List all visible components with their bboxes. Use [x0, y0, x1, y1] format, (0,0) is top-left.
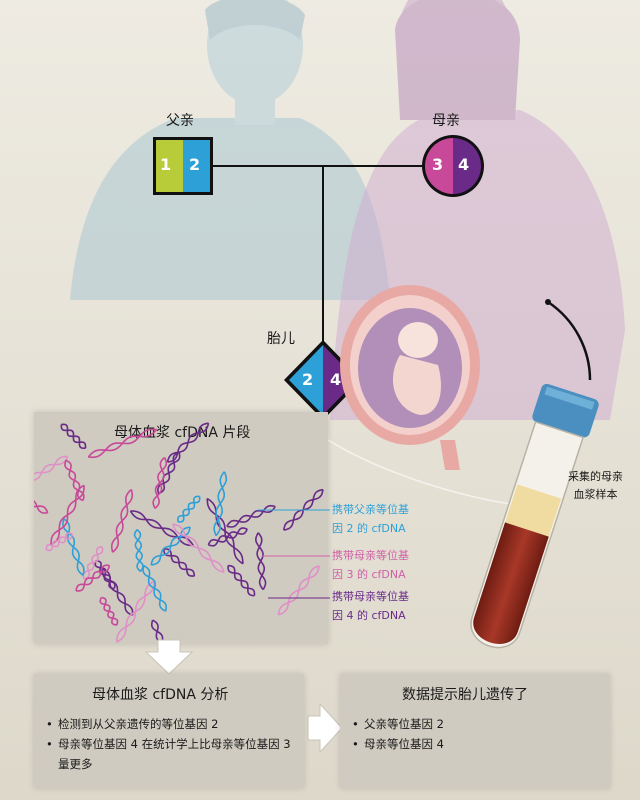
mother-allele-3-half — [425, 138, 453, 194]
cfdna-fragments-drawing — [34, 422, 324, 644]
cfdna-panel-title: 母体血浆 cfDNA 片段 — [114, 425, 251, 441]
cfdna-fragment — [162, 548, 196, 577]
tube-plasma-layer — [505, 484, 562, 537]
analysis-bullet-1: 检测到从父亲遗传的等位基因 2 — [44, 714, 296, 734]
cfdna-fragment — [157, 451, 181, 495]
father-allele-1-number: 1 — [160, 155, 172, 174]
mother-allele-4-half — [453, 138, 481, 194]
fetus-in-uterus-illustration — [340, 285, 480, 470]
annotation-paternal-2: 携带父亲等位基 因 2 的 cfDNA — [332, 500, 409, 538]
result-panel-title: 数据提示胎儿遗传了 — [402, 687, 528, 703]
cfdna-fragment — [99, 596, 119, 626]
analysis-bullet-2: 母亲等位基因 4 在统计学上比母亲等位基因 3 量更多 — [44, 734, 296, 774]
cfdna-fragment — [172, 523, 225, 573]
cfdna-fragment — [133, 529, 144, 573]
father-allele-2-block — [183, 140, 210, 192]
analysis-bullets: 检测到从父亲遗传的等位基因 2 母亲等位基因 4 在统计学上比母亲等位基因 3 … — [44, 714, 296, 774]
cfdna-fragment — [60, 423, 87, 449]
cfdna-fragment — [34, 455, 69, 481]
mother-allele-3-number: 3 — [432, 155, 444, 174]
sample-label-line-2: 血浆样本 — [573, 488, 618, 501]
father-genotype-square — [153, 137, 213, 195]
result-bullets: 父亲等位基因 2 母亲等位基因 4 — [350, 714, 602, 754]
annotation-maternal-3-line-2: 因 3 的 cfDNA — [332, 568, 406, 581]
annotation-paternal-2-line-1: 携带父亲等位基 — [332, 503, 409, 516]
cfdna-fragment — [213, 471, 228, 537]
cfdna-fragment — [82, 545, 104, 580]
father-allele-2-number: 2 — [189, 155, 201, 174]
annotation-maternal-4-line-1: 携带母亲等位基 — [332, 590, 409, 603]
cfdna-fragment — [254, 532, 267, 591]
tube-blood-layer — [473, 522, 549, 644]
cfdna-fragment — [206, 497, 244, 565]
result-panel: 数据提示胎儿遗传了 父亲等位基因 2 母亲等位基因 4 — [340, 674, 610, 788]
fetus-allele-4-number: 4 — [330, 370, 342, 389]
cfdna-fragment — [277, 565, 320, 616]
father-allele-1-block — [156, 140, 183, 192]
annotation-paternal-2-line-2: 因 2 的 cfDNA — [332, 522, 406, 535]
cfdna-fragments-panel: 母体血浆 cfDNA 片段 — [34, 412, 328, 644]
result-bullet-1: 父亲等位基因 2 — [350, 714, 602, 734]
sample-label: 采集的母亲 血浆样本 — [568, 468, 623, 504]
mother-allele-4-number: 4 — [458, 155, 470, 174]
cfdna-fragment — [150, 619, 166, 644]
blood-sample-tube — [470, 383, 599, 649]
fetus-allele-2-half — [289, 345, 323, 415]
connector-line — [547, 300, 592, 381]
cfdna-fragment — [75, 564, 111, 592]
cfdna-fragment — [166, 422, 210, 463]
analysis-panel-title: 母体血浆 cfDNA 分析 — [92, 687, 229, 703]
cfdna-fragment — [129, 510, 194, 547]
cfdna-fragment — [282, 488, 324, 531]
fetus-allele-4-half — [323, 345, 357, 415]
annotation-maternal-3-line-1: 携带母亲等位基 — [332, 549, 409, 562]
cfdna-fragment — [152, 456, 168, 509]
cfdna-fragment — [50, 484, 85, 546]
result-bullet-2: 母亲等位基因 4 — [350, 734, 602, 754]
mother-genotype-circle — [422, 135, 484, 197]
cfdna-fragment — [115, 580, 156, 643]
cfdna-fragment — [64, 459, 85, 502]
annotation-maternal-3: 携带母亲等位基 因 3 的 cfDNA — [332, 546, 409, 584]
father-silhouette — [70, 0, 390, 300]
father-label: 父亲 — [166, 113, 194, 129]
cfdna-fragment — [87, 428, 158, 459]
mother-label: 母亲 — [432, 113, 460, 129]
fetus-allele-2-number: 2 — [302, 370, 314, 389]
annotation-maternal-4: 携带母亲等位基 因 4 的 cfDNA — [332, 587, 409, 625]
cfdna-fragment — [226, 504, 276, 528]
cfdna-fragment — [142, 564, 168, 612]
cfdna-fragment — [177, 495, 201, 523]
sample-label-line-1: 采集的母亲 — [568, 470, 623, 483]
tube-cap — [532, 383, 599, 438]
cfdna-fragment — [45, 532, 73, 552]
connector-dot — [545, 299, 551, 305]
analysis-panel: 母体血浆 cfDNA 分析 检测到从父亲遗传的等位基因 2 母亲等位基因 4 在… — [34, 674, 304, 788]
cfdna-fragment — [101, 568, 134, 616]
fetus-label: 胎儿 — [267, 331, 295, 347]
cfdna-fragment — [207, 527, 248, 547]
cfdna-fragment — [34, 500, 49, 514]
annotation-maternal-4-line-2: 因 4 的 cfDNA — [332, 609, 406, 622]
cfdna-fragment — [110, 488, 134, 553]
cfdna-fragment — [62, 518, 85, 576]
cfdna-fragment — [227, 564, 256, 597]
